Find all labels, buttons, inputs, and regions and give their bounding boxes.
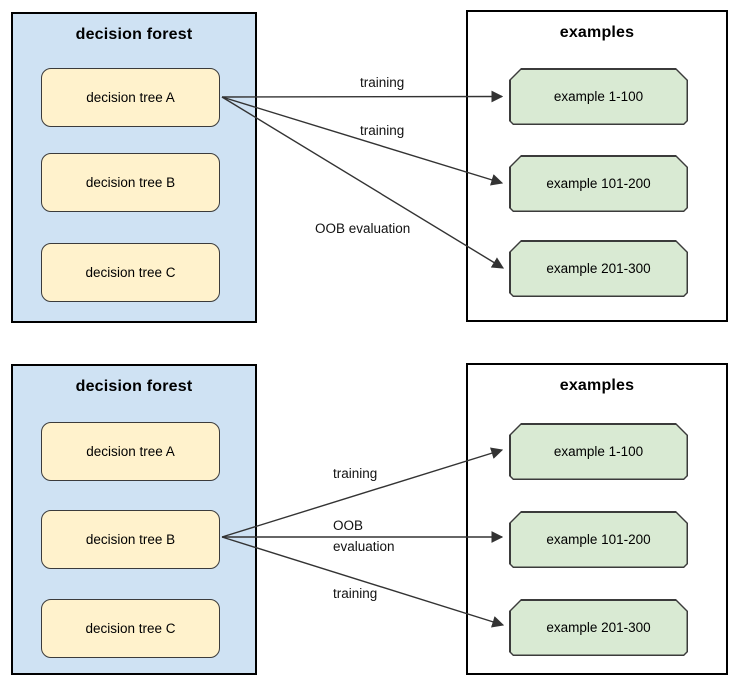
forest-title: decision forest	[75, 378, 193, 395]
tree-node-a: decision tree A	[41, 422, 220, 481]
example-node-201-300: example 201-300	[509, 240, 688, 297]
arrow-label-training: training	[360, 75, 405, 90]
tree-node-b: decision tree B	[41, 510, 220, 569]
example-node-1-100: example 1-100	[509, 423, 688, 480]
arrow-label-oob-evaluation: OOB evaluation	[333, 518, 395, 554]
tree-node-b: decision tree B	[41, 153, 220, 212]
tree-node-label: decision tree B	[85, 532, 176, 547]
examples-title: examples	[559, 377, 635, 394]
example-node-label: example 101-200	[546, 532, 651, 547]
tree-node-label: decision tree C	[85, 265, 176, 280]
tree-node-label: decision tree A	[86, 90, 175, 105]
arrow-label-training: training	[360, 123, 405, 138]
example-node-1-100: example 1-100	[509, 68, 688, 125]
tree-node-c: decision tree C	[41, 599, 220, 658]
examples-title: examples	[559, 24, 635, 41]
example-node-label: example 1-100	[553, 444, 644, 459]
examples-panel-top: examples example 1-100 example 101-200 e…	[466, 10, 728, 322]
example-node-label: example 201-300	[546, 620, 651, 635]
tree-node-a: decision tree A	[41, 68, 220, 127]
arrow-line-training-2	[221, 96, 504, 186]
tree-node-c: decision tree C	[41, 243, 220, 302]
tree-node-label: decision tree A	[86, 444, 175, 459]
forest-panel-top: decision forest decision tree A decision…	[11, 12, 257, 323]
example-node-201-300: example 201-300	[509, 599, 688, 656]
forest-panel-bottom: decision forest decision tree A decision…	[11, 364, 257, 675]
arrow-label-training: training	[333, 466, 378, 481]
example-node-101-200: example 101-200	[509, 155, 688, 212]
arrow-line-training-1	[221, 90, 504, 103]
arrow-label-training: training	[333, 586, 378, 601]
arrow-label-oob-evaluation: OOB evaluation	[315, 221, 411, 236]
example-node-label: example 101-200	[546, 176, 651, 191]
tree-node-label: decision tree B	[85, 175, 176, 190]
tree-node-label: decision tree C	[85, 621, 176, 636]
example-node-label: example 201-300	[546, 261, 651, 276]
example-node-label: example 1-100	[553, 89, 644, 104]
example-node-101-200: example 101-200	[509, 511, 688, 568]
examples-panel-bottom: examples example 1-100 example 101-200 e…	[466, 363, 728, 675]
forest-title: decision forest	[75, 26, 193, 43]
